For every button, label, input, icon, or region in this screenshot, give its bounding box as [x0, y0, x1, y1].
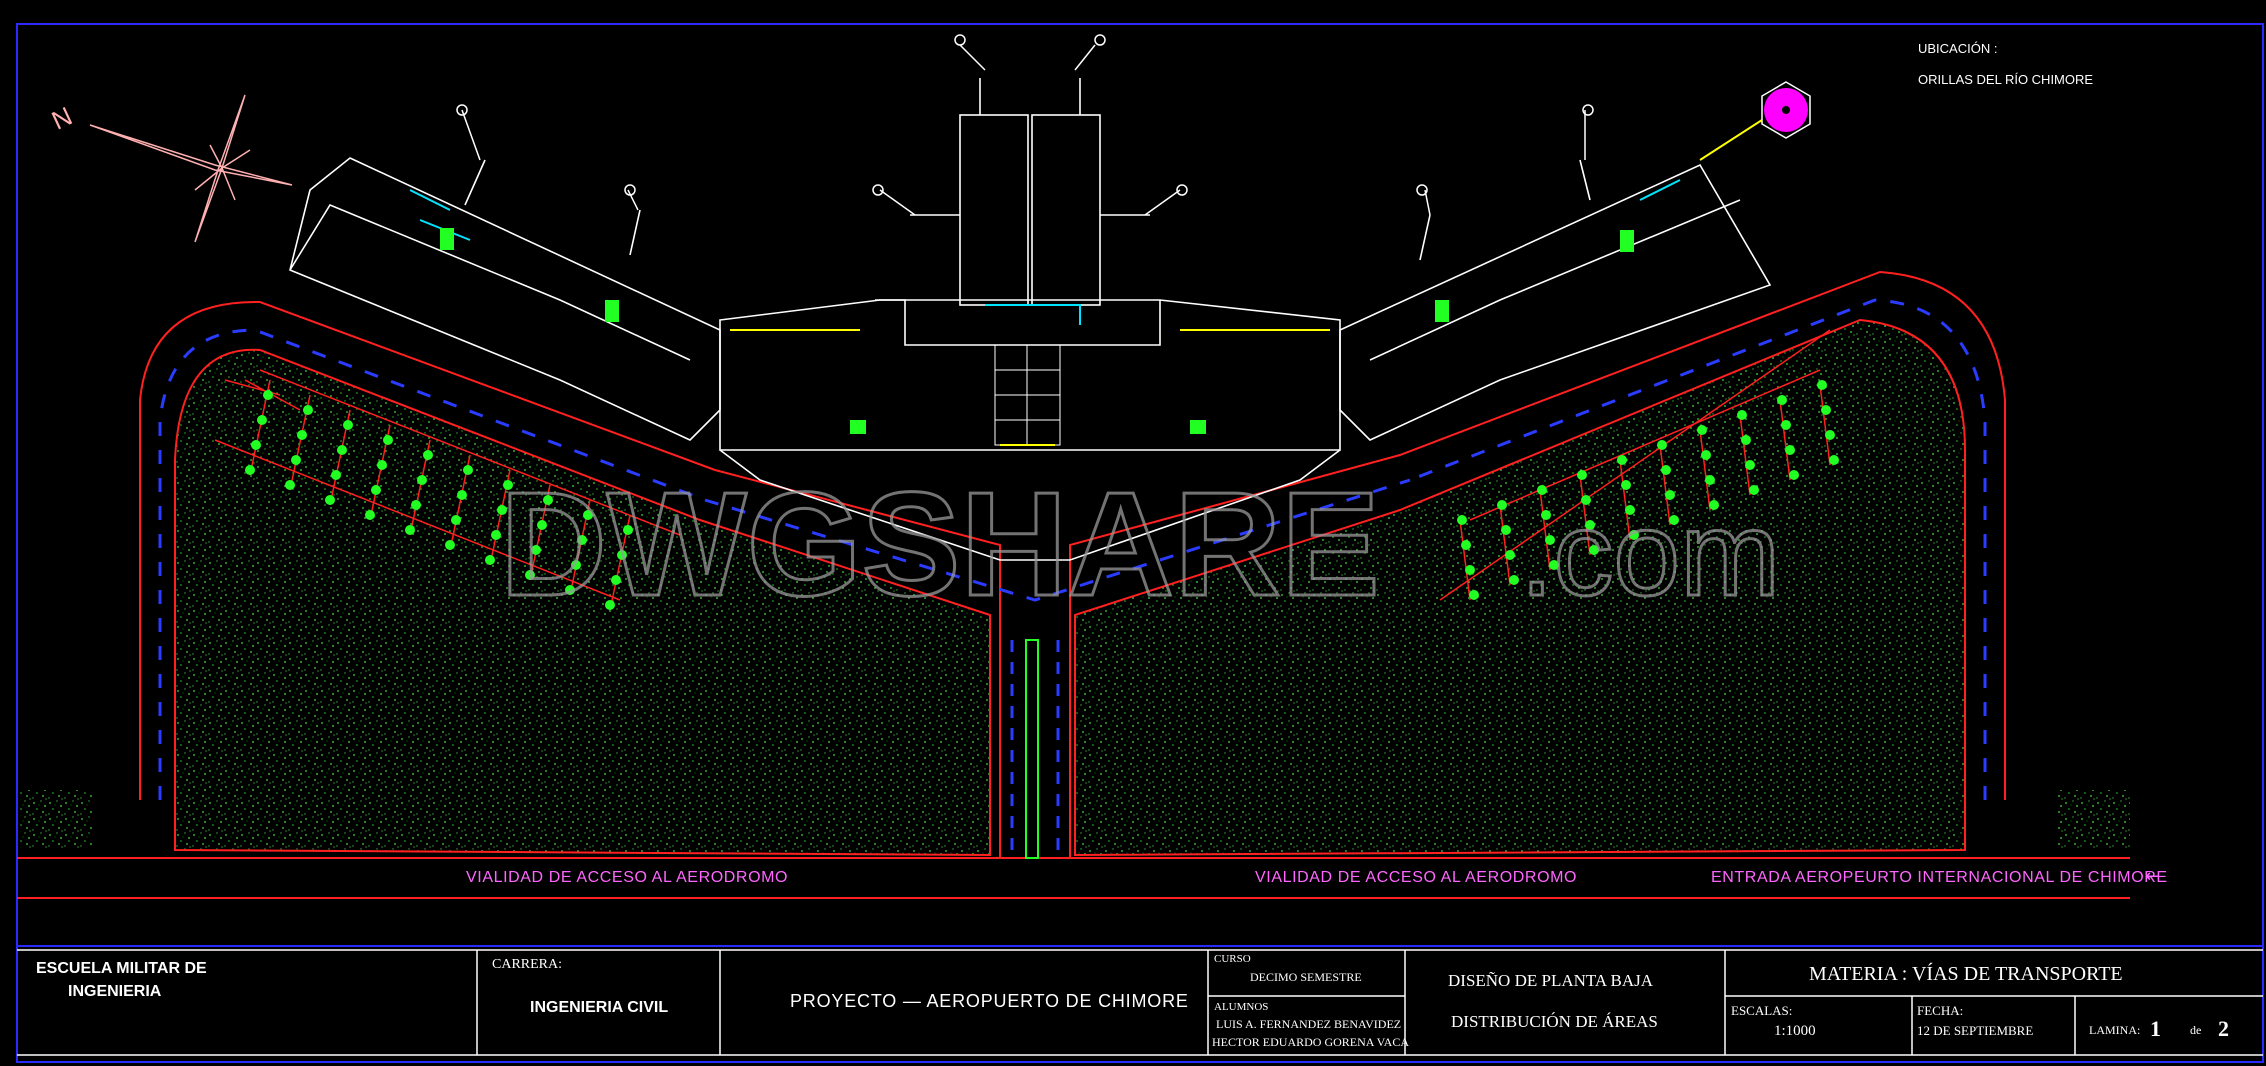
sheet-of: de — [2190, 1023, 2201, 1037]
course-label: CURSO — [1214, 953, 1251, 965]
north-compass-icon — [89, 94, 293, 243]
entrance-label: ENTRADA AEROPEURTO INTERNACIONAL DE CHIM… — [1711, 869, 2168, 886]
subject-title: MATERIA : VÍAS DE TRANSPORTE — [1809, 962, 2123, 985]
project-title: PROYECTO — AEROPUERTO DE CHIMORE — [790, 991, 1189, 1011]
trees-left — [245, 390, 633, 610]
sheet-label: LAMINA: — [2089, 1023, 2140, 1037]
road-label-right: VIALIDAD DE ACCESO AL AERODROMO — [1255, 869, 1577, 886]
road-label-left: VIALIDAD DE ACCESO AL AERODROMO — [466, 869, 788, 886]
planter-right — [2058, 790, 2130, 848]
svg-text:DWGSHARE: DWGSHARE — [500, 462, 1380, 627]
students-label: ALUMNOS — [1214, 1001, 1268, 1013]
planter-left — [20, 790, 92, 848]
school-name-line1: ESCUELA MILITAR DE — [36, 960, 207, 977]
service-road-right — [1069, 270, 2006, 858]
scale-label: ESCALAS: — [1731, 1003, 1792, 1018]
course-value: DECIMO SEMESTRE — [1250, 970, 1362, 984]
location-value: ORILLAS DEL RÍO CHIMORE — [1918, 72, 2093, 87]
career-label: CARRERA: — [492, 957, 562, 972]
student-1: LUIS A. FERNANDEZ BENAVIDEZ — [1216, 1017, 1401, 1031]
north-label: N — [47, 101, 77, 136]
sheet-total: 2 — [2218, 1016, 2229, 1041]
title-block: ESCUELA MILITAR DE INGENIERIA CARRERA: I… — [16, 945, 2264, 1063]
service-road-left — [139, 300, 1001, 858]
school-name-line2: INGENIERIA — [68, 983, 162, 1000]
design-title-line1: DISEÑO DE PLANTA BAJA — [1448, 971, 1654, 990]
entrance-arrow-icon: ← — [2145, 866, 2160, 887]
lane-dash-left — [158, 328, 706, 800]
site-plan: N DWGSHARE .com UBICACIÓN : ORILLAS DEL … — [17, 34, 2168, 899]
career-value: INGENIERIA CIVIL — [530, 999, 668, 1016]
terminal-building — [289, 78, 1772, 561]
design-title-line2: DISTRIBUCIÓN DE ÁREAS — [1451, 1012, 1658, 1031]
location-label: UBICACIÓN : — [1918, 41, 1997, 56]
watermark: DWGSHARE .com — [499, 461, 1782, 629]
date-value: 12 DE SEPTIEMBRE — [1917, 1023, 2033, 1038]
interior-elements — [409, 179, 1681, 446]
central-boulevard — [999, 630, 1071, 859]
jet-bridges — [456, 34, 1594, 216]
green-area-right — [1074, 318, 1966, 857]
fountain — [1699, 81, 1811, 161]
student-2: HECTOR EDUARDO GORENA VACA — [1212, 1035, 1409, 1049]
lane-dash-right — [1409, 298, 1987, 800]
scale-value: 1:1000 — [1774, 1023, 1816, 1039]
sheet-number: 1 — [2150, 1016, 2161, 1041]
date-label: FECHA: — [1917, 1003, 1963, 1018]
lane-dash-center — [704, 478, 1411, 602]
access-road — [17, 857, 2130, 899]
trees-right — [1457, 380, 1839, 600]
parking-right — [1439, 329, 1831, 601]
svg-text:.com: .com — [1520, 487, 1780, 621]
